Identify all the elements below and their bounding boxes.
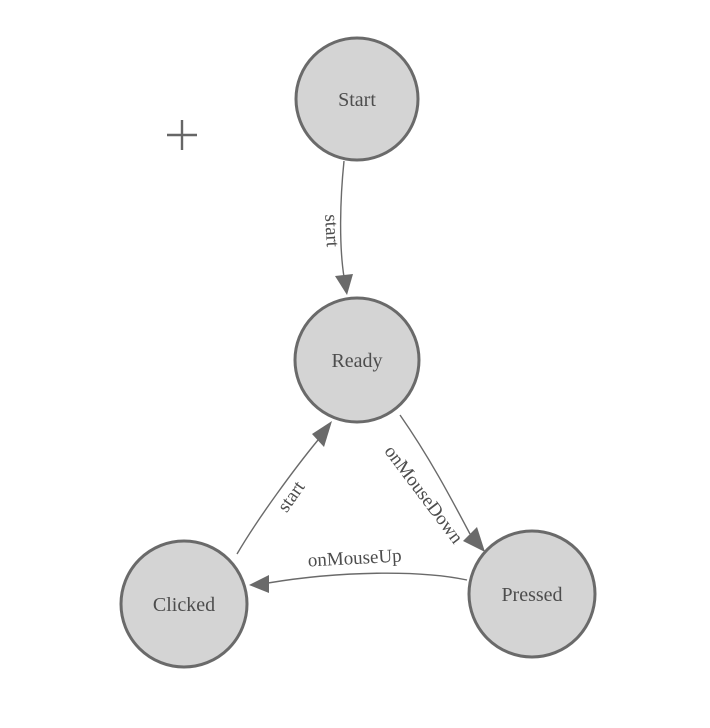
- crosshair-cursor-icon: [167, 120, 197, 150]
- arrowhead-icon: [312, 421, 332, 447]
- edge-path: [267, 572, 468, 584]
- state-label: Ready: [331, 350, 382, 372]
- state-label: Start: [338, 89, 376, 111]
- edge-path: [339, 160, 345, 278]
- state-circle[interactable]: [293, 296, 421, 424]
- transition-label: start: [320, 214, 343, 248]
- transition-label: onMouseUp: [307, 546, 402, 572]
- transition-pressed-to-clicked[interactable]: onMouseUp: [249, 546, 468, 593]
- transition-ready-to-pressed[interactable]: onMouseDown: [380, 414, 485, 552]
- state-node-pressed[interactable]: Pressed: [467, 529, 597, 659]
- arrowhead-icon: [249, 575, 269, 593]
- state-circle[interactable]: [294, 36, 420, 162]
- state-label: Clicked: [153, 594, 215, 616]
- state-circle[interactable]: [119, 539, 249, 669]
- state-node-start[interactable]: Start: [294, 36, 420, 162]
- transition-start-to-ready[interactable]: start: [320, 160, 353, 295]
- state-node-clicked[interactable]: Clicked: [119, 539, 249, 669]
- arrowhead-icon: [463, 527, 485, 552]
- transition-label: onMouseDown: [380, 442, 468, 549]
- transition-label: start: [274, 477, 310, 516]
- transition-clicked-to-ready[interactable]: start: [236, 421, 332, 555]
- state-circle[interactable]: [467, 529, 597, 659]
- edge-path: [399, 414, 471, 535]
- state-label: Pressed: [501, 584, 562, 606]
- arrowhead-icon: [335, 274, 353, 295]
- state-node-ready[interactable]: Ready: [293, 296, 421, 424]
- edge-path: [236, 439, 319, 555]
